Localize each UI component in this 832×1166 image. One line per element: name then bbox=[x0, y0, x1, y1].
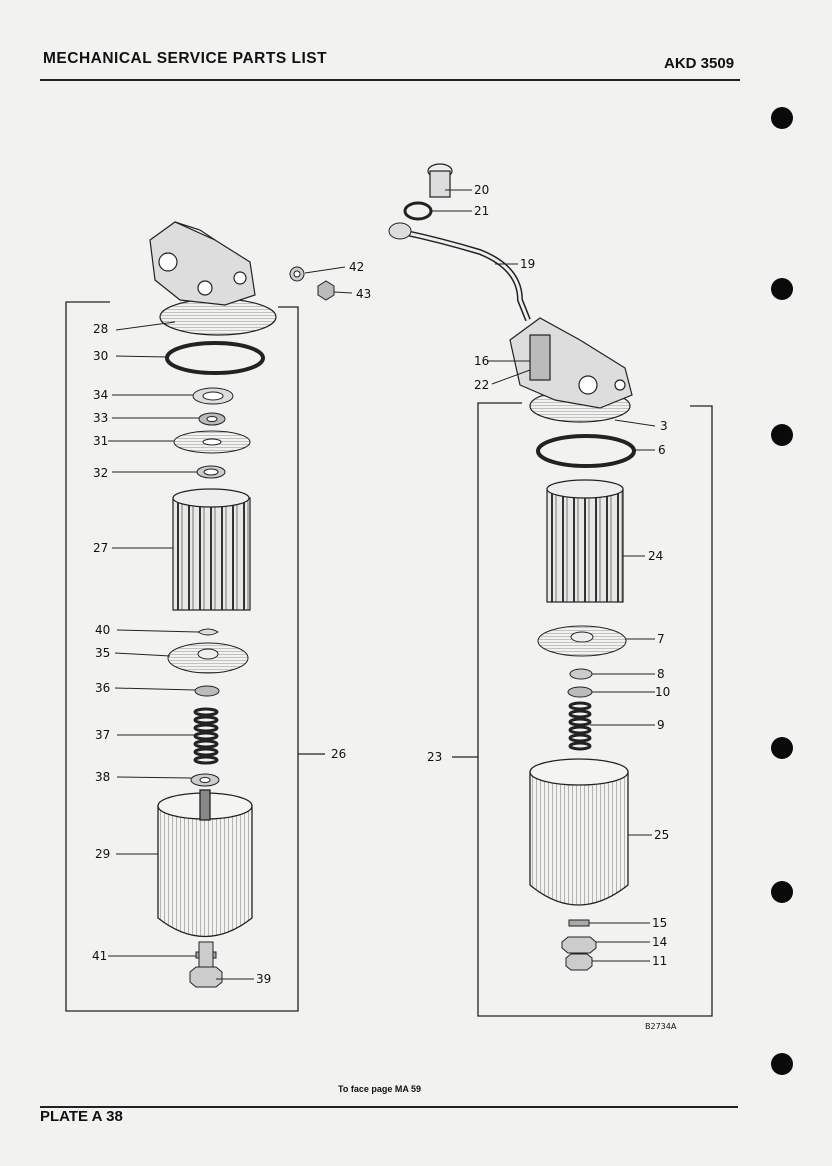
callout-38: 38 bbox=[95, 770, 111, 784]
part-19-pipe bbox=[401, 229, 531, 322]
part-15-washer bbox=[568, 919, 590, 927]
part-30-seal bbox=[165, 341, 265, 375]
part-20-bolt bbox=[427, 163, 453, 198]
callout-21: 21 bbox=[474, 204, 490, 218]
part-36-washer bbox=[194, 685, 220, 697]
part-25-bowl bbox=[529, 758, 629, 906]
part-27-filter-element bbox=[172, 488, 251, 611]
callout-31: 31 bbox=[93, 434, 109, 448]
callout-41: 41 bbox=[92, 949, 108, 963]
part-21-washer bbox=[403, 201, 433, 221]
callout-36: 36 bbox=[95, 681, 111, 695]
callout-23: 23 bbox=[427, 750, 443, 764]
callout-8: 8 bbox=[657, 667, 665, 681]
callout-6: 6 bbox=[658, 443, 666, 457]
callout-19: 19 bbox=[520, 257, 536, 271]
plate-number: PLATE A 38 bbox=[40, 1108, 123, 1125]
callout-33: 33 bbox=[93, 411, 109, 425]
callout-20: 20 bbox=[474, 183, 490, 197]
binder-hole bbox=[771, 881, 793, 903]
callout-37: 37 bbox=[95, 728, 111, 742]
callout-16: 16 bbox=[474, 354, 490, 368]
callout-3: 3 bbox=[660, 419, 668, 433]
callout-26: 26 bbox=[331, 747, 347, 761]
callout-43: 43 bbox=[356, 287, 372, 301]
callout-27: 27 bbox=[93, 541, 109, 555]
callout-11: 11 bbox=[652, 954, 668, 968]
part-9-spring bbox=[568, 701, 592, 751]
callout-34: 34 bbox=[93, 388, 109, 402]
callout-7: 7 bbox=[657, 632, 665, 646]
right-assembly-bracket bbox=[452, 402, 713, 1017]
header-rule bbox=[40, 79, 740, 81]
callout-9: 9 bbox=[657, 718, 665, 732]
left-filter-head bbox=[149, 221, 277, 336]
callout-40: 40 bbox=[95, 623, 111, 637]
part-10-washer bbox=[567, 686, 593, 698]
part-43-nut bbox=[317, 280, 335, 301]
document-code: AKD 3509 bbox=[664, 55, 735, 72]
page-title: MECHANICAL SERVICE PARTS LIST bbox=[43, 50, 328, 67]
part-6-seal bbox=[536, 434, 636, 468]
left-assembly-bracket bbox=[65, 301, 325, 1012]
callout-25: 25 bbox=[654, 828, 670, 842]
callout-39: 39 bbox=[256, 972, 272, 986]
binder-hole bbox=[771, 424, 793, 446]
binder-hole bbox=[771, 278, 793, 300]
part-37-spring bbox=[193, 707, 219, 765]
callout-24: 24 bbox=[648, 549, 664, 563]
callout-29: 29 bbox=[95, 847, 111, 861]
callout-22: 22 bbox=[474, 378, 490, 392]
part-3-filter-head bbox=[509, 317, 633, 423]
callout-32: 32 bbox=[93, 466, 109, 480]
facing-page-note: To face page MA 59 bbox=[338, 1084, 422, 1094]
binder-hole bbox=[771, 1053, 793, 1075]
binder-hole bbox=[771, 107, 793, 129]
part-40-clip bbox=[197, 628, 219, 636]
callout-35: 35 bbox=[95, 646, 111, 660]
callout-28: 28 bbox=[93, 322, 109, 336]
part-11-bolt bbox=[565, 953, 593, 971]
footer-rule bbox=[40, 1106, 738, 1108]
callout-15: 15 bbox=[652, 916, 668, 930]
callout-30: 30 bbox=[93, 349, 109, 363]
callout-14: 14 bbox=[652, 935, 668, 949]
leader-lines bbox=[108, 189, 656, 980]
part-29-bowl bbox=[157, 789, 253, 937]
callout-42: 42 bbox=[349, 260, 365, 274]
part-8-washer bbox=[569, 668, 593, 680]
figure-reference: B2734A bbox=[645, 1022, 677, 1031]
part-14-nut bbox=[561, 936, 597, 954]
part-24-filter-element bbox=[546, 479, 624, 603]
callout-10: 10 bbox=[655, 685, 671, 699]
binder-hole bbox=[771, 737, 793, 759]
